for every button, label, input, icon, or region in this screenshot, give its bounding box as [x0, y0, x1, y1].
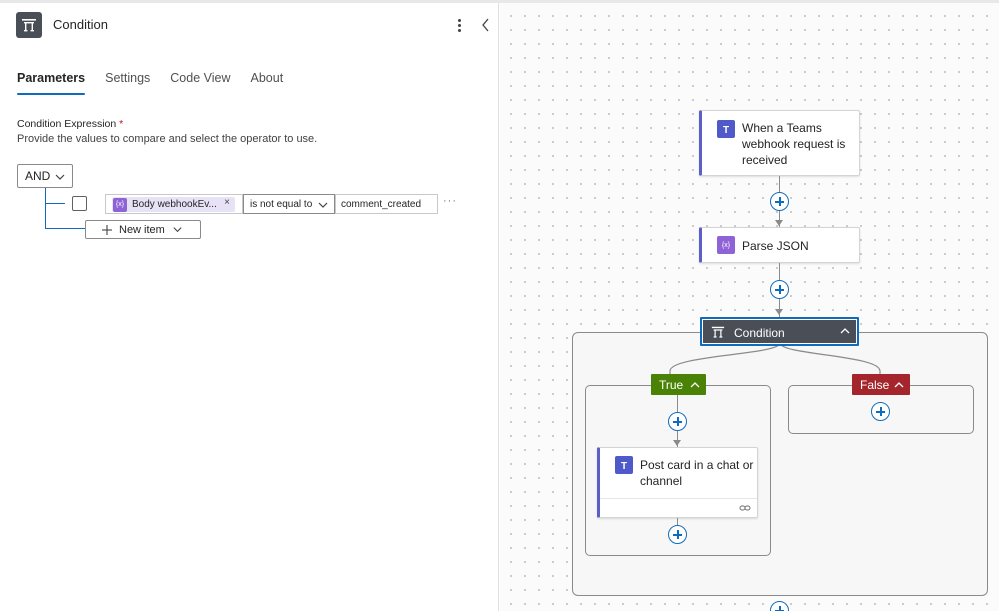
- top-border: [0, 0, 999, 3]
- add-step-button[interactable]: [770, 280, 789, 299]
- condition-expression-label: Condition Expression *: [17, 118, 123, 130]
- token-label: Body webhookEv...: [132, 199, 217, 210]
- more-options-button[interactable]: [451, 15, 467, 35]
- chevron-down-icon: [55, 174, 65, 180]
- chevron-up-icon[interactable]: [839, 325, 851, 337]
- condition-details-panel: Condition Parameters Settings Code View …: [0, 3, 499, 611]
- trigger-label: When a Teams webhook request is received: [742, 121, 846, 167]
- chevron-up-icon: [690, 382, 700, 388]
- chevron-down-icon: [173, 227, 182, 233]
- connector-line: [677, 518, 678, 526]
- plus-icon: [102, 224, 112, 235]
- teams-icon: T: [717, 120, 735, 138]
- flow-canvas[interactable]: T When a Teams webhook request is receiv…: [500, 3, 999, 611]
- left-operand-field[interactable]: {x} Body webhookEv... ×: [105, 194, 243, 214]
- new-item-label: New item: [119, 223, 165, 236]
- link-icon[interactable]: [739, 503, 751, 513]
- required-marker: *: [119, 118, 124, 130]
- tree-connector: [45, 203, 65, 204]
- right-operand-input[interactable]: comment_created: [335, 194, 438, 214]
- tree-connector: [45, 188, 46, 228]
- post-card-action[interactable]: T Post card in a chat or channel: [597, 447, 758, 518]
- row-more-options-button[interactable]: ···: [443, 195, 457, 207]
- more-dot-icon: [457, 23, 461, 27]
- true-branch-badge[interactable]: True: [651, 374, 706, 395]
- more-dot-icon: [457, 18, 461, 22]
- teams-icon: T: [615, 456, 633, 474]
- new-item-button[interactable]: New item: [85, 220, 201, 239]
- collapse-panel-button[interactable]: [479, 16, 493, 34]
- tree-connector: [45, 228, 85, 229]
- false-branch-badge[interactable]: False: [852, 374, 910, 395]
- add-step-button[interactable]: [770, 601, 789, 611]
- svg-text:T: T: [621, 461, 627, 471]
- condition-card-header[interactable]: Condition: [700, 317, 859, 346]
- variable-icon: {x}: [113, 197, 127, 212]
- card-footer: [600, 498, 757, 517]
- dynamic-content-token[interactable]: {x} Body webhookEv... ×: [112, 197, 235, 212]
- field-label-text: Condition Expression: [17, 118, 117, 130]
- branch-connectors: [669, 343, 881, 388]
- trigger-card[interactable]: T When a Teams webhook request is receiv…: [699, 110, 860, 176]
- operator-value: is not equal to: [250, 199, 313, 210]
- add-step-button[interactable]: [871, 402, 890, 421]
- tab-code-view[interactable]: Code View: [170, 71, 231, 85]
- false-label: False: [860, 377, 890, 392]
- chevron-left-icon: [482, 18, 489, 32]
- arrow-down-icon: [673, 440, 681, 446]
- post-card-label: Post card in a chat or channel: [640, 458, 754, 488]
- parse-json-label: Parse JSON: [742, 239, 809, 253]
- chevron-up-icon: [894, 382, 904, 388]
- arrow-down-icon: [775, 309, 783, 315]
- condition-icon: [711, 326, 725, 338]
- more-dot-icon: [457, 28, 461, 32]
- true-label: True: [659, 377, 684, 392]
- condition-label: Condition: [734, 326, 785, 340]
- tab-settings[interactable]: Settings: [105, 71, 151, 85]
- group-operator-value: AND: [25, 169, 51, 183]
- add-step-button[interactable]: [668, 412, 687, 431]
- arrow-down-icon: [775, 220, 783, 226]
- svg-text:T: T: [723, 125, 729, 135]
- remove-token-icon[interactable]: ×: [224, 197, 230, 208]
- parse-json-card[interactable]: {x} Parse JSON: [699, 227, 860, 263]
- row-select-checkbox[interactable]: [72, 196, 87, 211]
- condition-icon: [16, 12, 42, 38]
- panel-title: Condition: [53, 17, 108, 32]
- variable-icon: {x}: [717, 236, 735, 254]
- group-operator-select[interactable]: AND: [17, 164, 73, 188]
- panel-tabs: Parameters Settings Code View About: [17, 69, 283, 99]
- chevron-down-icon: [318, 202, 328, 208]
- condition-expression-description: Provide the values to compare and select…: [17, 133, 318, 145]
- add-step-button[interactable]: [668, 525, 687, 544]
- operator-select[interactable]: is not equal to: [243, 194, 335, 214]
- add-step-button[interactable]: [770, 192, 789, 211]
- tab-parameters[interactable]: Parameters: [17, 69, 86, 95]
- panel-header: Condition: [16, 12, 494, 40]
- tab-about[interactable]: About: [250, 71, 284, 85]
